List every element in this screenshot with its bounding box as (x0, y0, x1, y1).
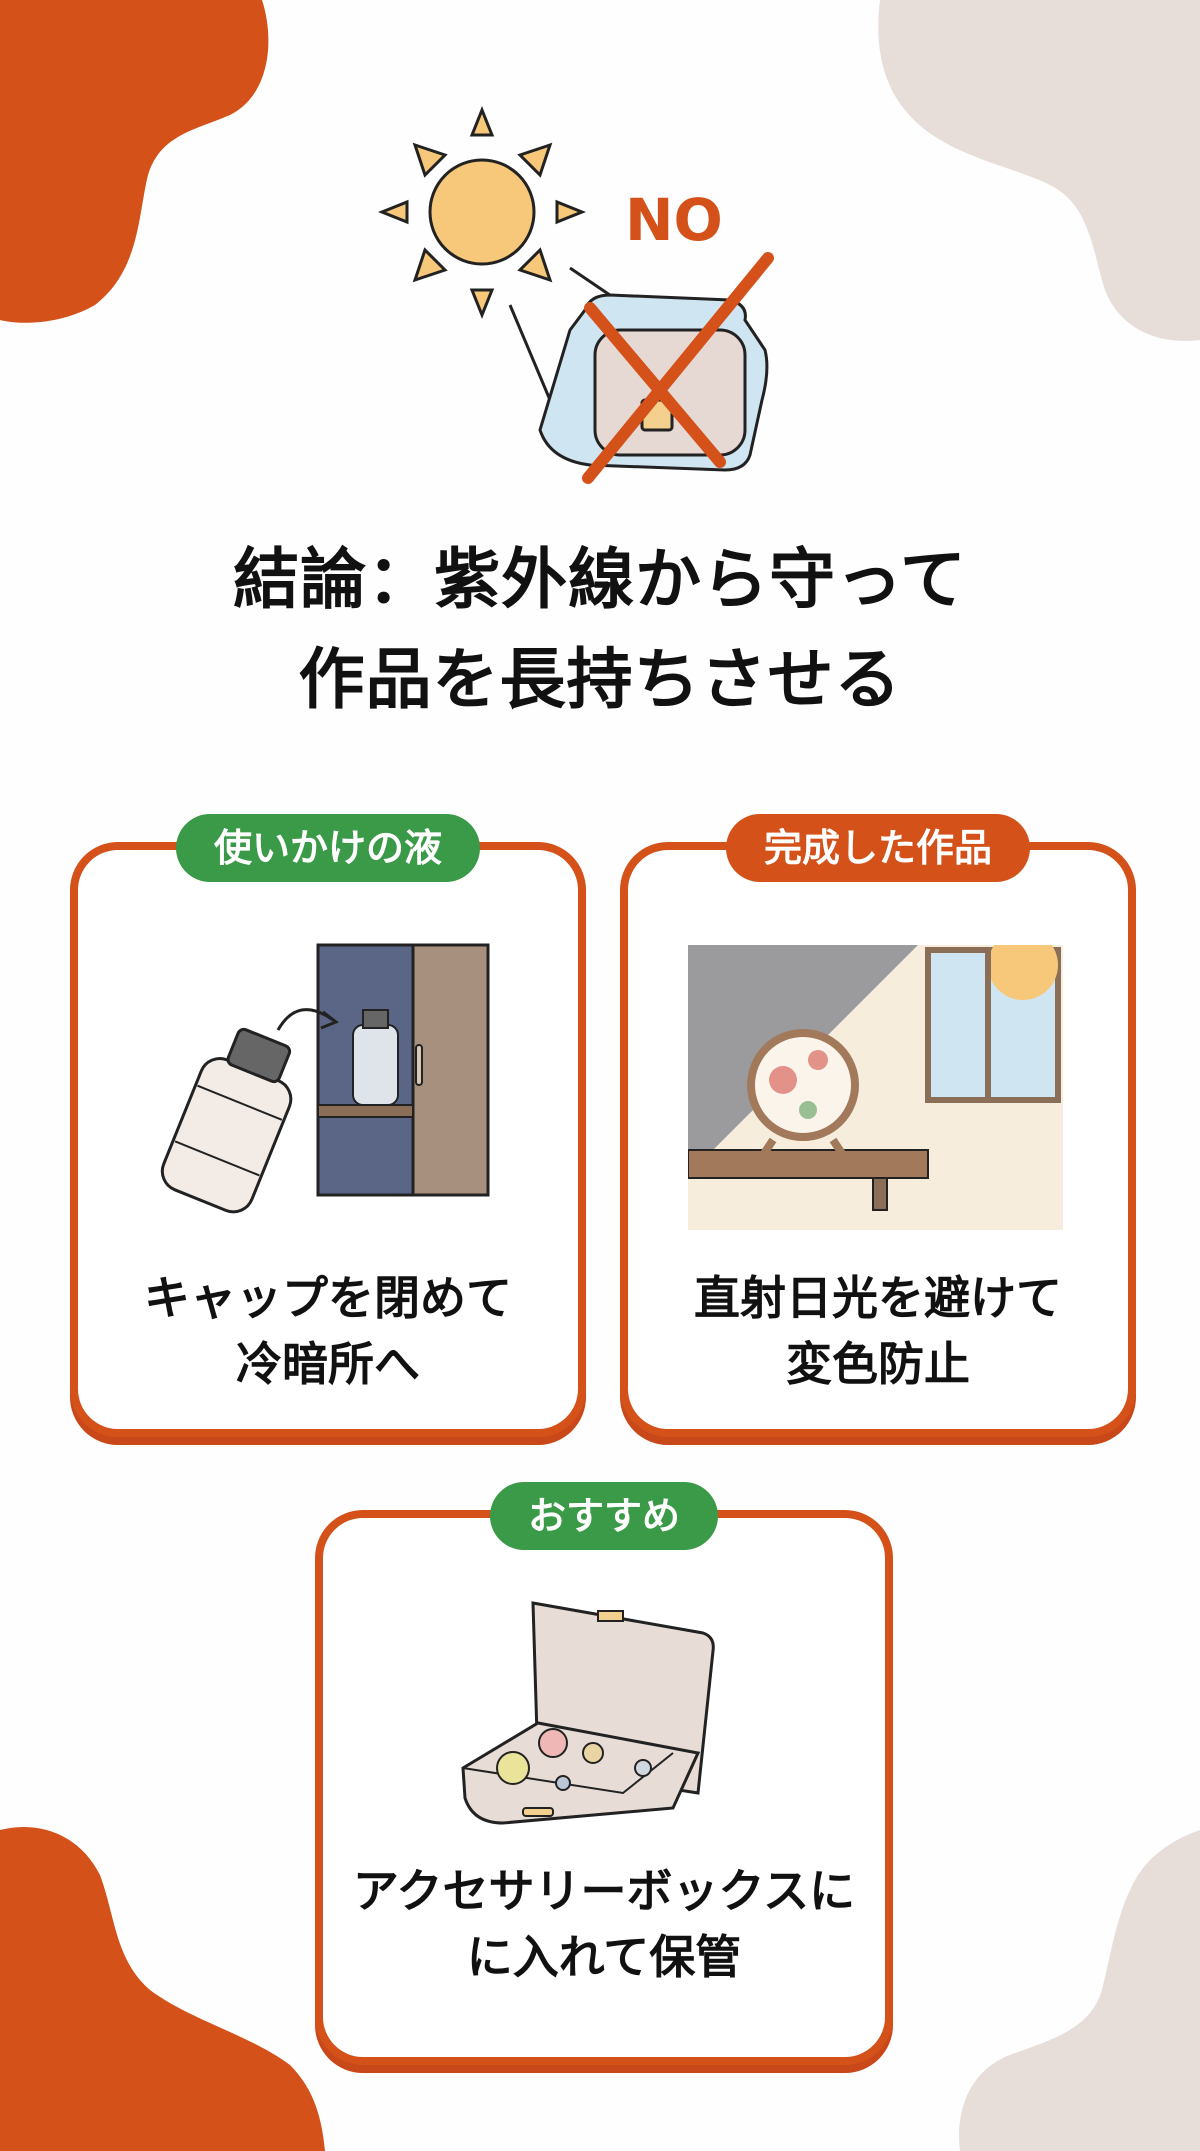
hero-illustration: NO (377, 105, 774, 484)
card-caption: アクセサリーボックスに に入れて保管 (352, 1864, 856, 1984)
accessory-box-illustration (461, 1601, 715, 1825)
page-title: 結論：紫外線から守って 作品を長持ちさせる (0, 530, 1200, 730)
corner-blob-bottom-left (0, 1827, 325, 2151)
card-unused-liquid: 使いかけの液 キャップを閉めて 冷暗所へ (70, 814, 586, 1437)
corner-blob-top-right (878, 0, 1200, 341)
title-line-2: 作品を長持ちさせる (298, 641, 902, 718)
corner-blob-top-left (0, 0, 269, 323)
corner-blob-bottom-right (959, 1830, 1200, 2151)
sun-icon (377, 105, 587, 320)
card-caption: 直射日光を避けて 変色防止 (694, 1271, 1062, 1391)
title-line-1: 結論：紫外線から守って (233, 541, 967, 618)
card-badge: おすすめ (489, 1482, 719, 1550)
bottle-cabinet-illustration (160, 943, 490, 1214)
card-badge: 完成した作品 (725, 814, 1031, 882)
card-badge: 使いかけの液 (175, 814, 481, 882)
cross-mark-icon (582, 252, 774, 484)
no-label: NO (625, 186, 723, 254)
shelf-window-illustration (688, 945, 1063, 1230)
card-recommendation: おすすめ アクセサリーボックスに に入れて保管 (315, 1482, 893, 2065)
card-caption: キャップを閉めて 冷暗所へ (144, 1271, 512, 1391)
card-finished-work: 完成した作品 直射日光を避けて 変色防止 (620, 814, 1136, 1437)
